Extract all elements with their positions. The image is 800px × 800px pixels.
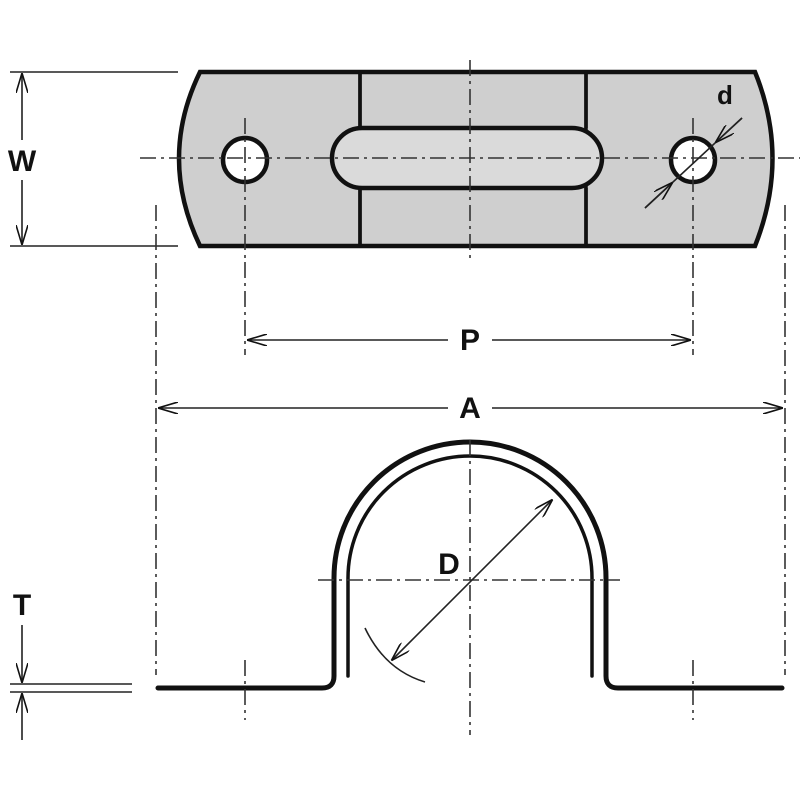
hole-diameter-label: d — [717, 80, 733, 110]
top-view: W d — [0, 60, 800, 262]
pitch-label: P — [460, 324, 480, 357]
diameter-label: D — [438, 548, 460, 581]
width-label: W — [8, 145, 37, 178]
front-view: D T — [10, 439, 785, 740]
length-dimensions: P A — [155, 205, 786, 675]
d-dimension-line — [392, 500, 552, 660]
overall-length-label: A — [459, 392, 481, 425]
thickness-label: T — [13, 589, 31, 622]
